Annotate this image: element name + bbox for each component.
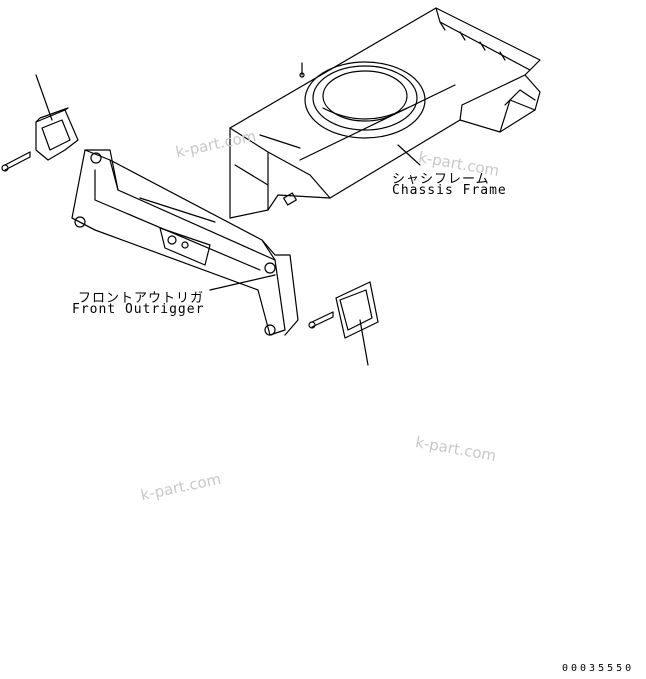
drawing-number: 00035550 [562,663,635,674]
left-cover-plate [1,107,79,172]
chassis-frame [229,7,541,219]
pivot-pin [74,216,86,228]
chassis-frame-label-en: Chassis Frame [392,183,507,198]
front-outrigger-label-en: Front Outrigger [72,302,205,317]
front-outrigger-label-jp: フロントアウトリガ [78,291,205,306]
pivot-pin [264,262,276,274]
right-cover-plate [308,281,379,339]
leader-lines [35,74,421,366]
pivot-pin [264,324,276,336]
chassis-frame-label-jp: シャシフレーム [392,172,490,187]
slewing-ring [304,61,426,139]
front-outrigger [71,149,299,336]
pivot-pin [90,152,102,164]
